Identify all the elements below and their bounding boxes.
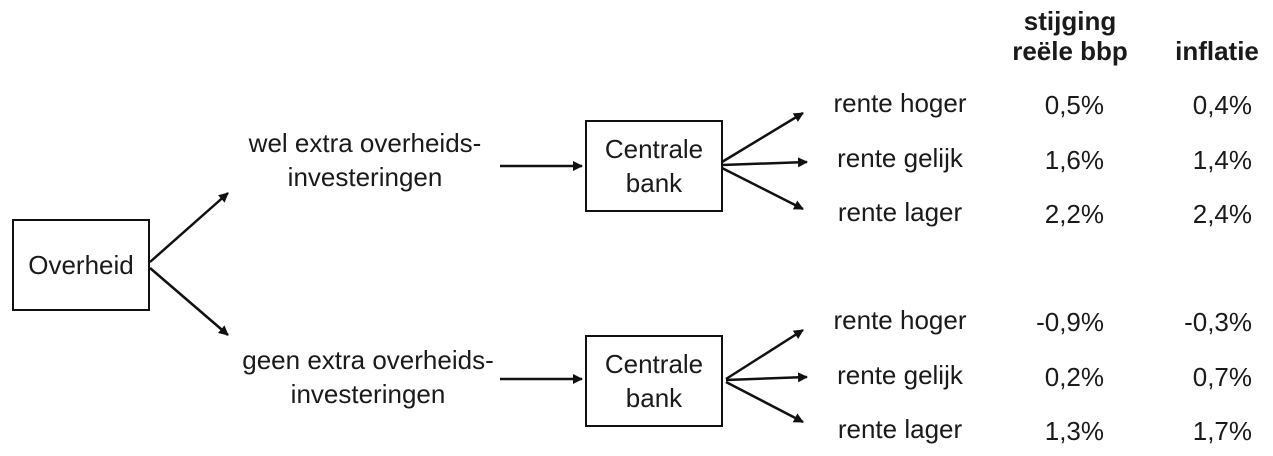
header-growth-line2: reële bbp [1012, 36, 1128, 66]
branch-label-line2: investeringen [287, 162, 443, 192]
inflation-value: 1,7% [1192, 416, 1252, 446]
arrow-bank2-hoger [725, 328, 804, 381]
growth-value: 0,2% [1044, 362, 1104, 392]
growth-value: -0,9% [1036, 307, 1104, 337]
arrow-root-to-geen [149, 267, 229, 336]
arrow-bank1-hoger [721, 111, 804, 164]
branch-label-wel: wel extra overheids- investeringen [220, 126, 510, 194]
header-inflation: inflatie [1175, 36, 1259, 66]
inflation-value: -0,3% [1184, 307, 1252, 337]
central-bank-box-2: Centrale bank [585, 335, 723, 427]
root-label: Overheid [28, 250, 134, 280]
bank-label-line1: Centrale [604, 349, 704, 379]
outcome-label: rente lager [837, 414, 963, 444]
bank-label-line2: bank [625, 168, 683, 198]
branch-label-line2: investeringen [290, 379, 446, 409]
outcome-label: rente hoger [833, 305, 967, 335]
outcome-label: rente lager [837, 197, 963, 227]
branch-label-geen: geen extra overheids- investeringen [218, 343, 518, 411]
header-growth-line1: stijging [1023, 6, 1117, 36]
branch-label-line1: geen extra overheids- [242, 345, 494, 375]
arrow-bank1-lager [721, 166, 804, 211]
header-growth: stijging reële bbp [990, 6, 1150, 66]
outcome-label: rente gelijk [837, 143, 963, 173]
arrow-bank1-gelijk [721, 157, 808, 168]
root-box-overheid: Overheid [12, 219, 150, 311]
inflation-value: 0,7% [1192, 362, 1252, 392]
growth-value: 0,5% [1044, 90, 1104, 120]
inflation-value: 2,4% [1192, 199, 1252, 229]
outcome-label: rente hoger [833, 88, 967, 118]
arrow-bank2-lager [725, 380, 804, 424]
arrow-root-to-wel [149, 192, 229, 263]
arrow-bank2-gelijk [725, 372, 808, 383]
outcome-label: rente gelijk [837, 360, 963, 390]
branch-label-line1: wel extra overheids- [248, 128, 482, 158]
growth-value: 1,3% [1044, 416, 1104, 446]
inflation-value: 0,4% [1192, 90, 1252, 120]
bank-label-line2: bank [625, 383, 683, 413]
bank-label-line1: Centrale [604, 134, 704, 164]
growth-value: 2,2% [1044, 199, 1104, 229]
inflation-value: 1,4% [1192, 145, 1252, 175]
central-bank-box-1: Centrale bank [585, 120, 723, 212]
growth-value: 1,6% [1044, 145, 1104, 175]
